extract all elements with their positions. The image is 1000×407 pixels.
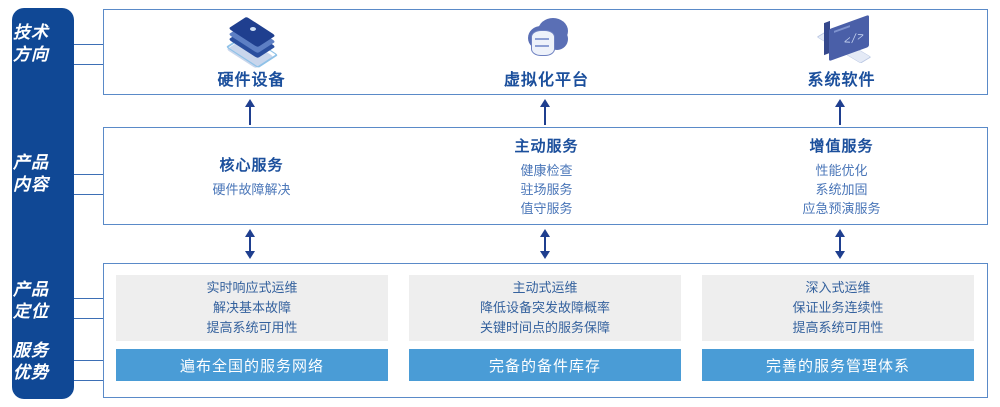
advantage-bar-label: 完善的服务管理体系 (765, 357, 910, 375)
sidebar-label-line2: 内容 (13, 175, 49, 194)
sidebar-label-line2: 优势 (13, 363, 49, 382)
position-line: 解决基本故障 (212, 300, 291, 315)
advantage-bar-spares[interactable]: 完备的备件库存 (409, 349, 681, 381)
connector-advantage-2 (74, 380, 104, 381)
position-line: 深入式运维 (805, 280, 871, 295)
product-position-box: 实时响应式运维 解决基本故障 提高系统可用性 主动式运维 降低设备突发故障概率 … (103, 263, 988, 398)
tech-column-system-software[interactable]: </> 系统软件 (694, 10, 989, 94)
cloud-database-icon (516, 14, 578, 64)
content-column-valueadd[interactable]: 增值服务 性能优化 系统加固 应急预演服务 (694, 128, 989, 224)
sidebar-item-product-position[interactable]: 产品 定位 (0, 279, 62, 323)
sidebar-label-line2: 方向 (13, 45, 49, 64)
product-content-box: 核心服务 硬件故障解决 主动服务 健康检查 驻场服务 值守服务 增值服务 性能优… (103, 127, 988, 225)
connector-content-1 (74, 174, 104, 175)
position-card-indepth[interactable]: 深入式运维 保证业务连续性 提高系统可用性 (702, 275, 974, 341)
content-item: 值守服务 (520, 200, 573, 216)
sidebar (12, 8, 74, 399)
content-item: 性能优化 (815, 162, 868, 178)
position-line: 关键时间点的服务保障 (479, 320, 610, 335)
content-item: 硬件故障解决 (212, 181, 291, 197)
position-line: 降低设备突发故障概率 (479, 300, 610, 315)
arrow-up-hardware (230, 99, 270, 125)
content-title: 主动服务 (514, 137, 579, 155)
advantage-bar-management[interactable]: 完善的服务管理体系 (702, 349, 974, 381)
content-column-core[interactable]: 核心服务 硬件故障解决 (104, 128, 399, 224)
tech-column-virtualization[interactable]: 虚拟化平台 (399, 10, 694, 94)
connector-advantage-1 (74, 360, 104, 361)
position-line: 提高系统可用性 (792, 320, 884, 335)
sidebar-label-line1: 产品 (13, 153, 49, 172)
content-title: 增值服务 (809, 137, 874, 155)
tech-label: 系统软件 (807, 72, 876, 89)
sidebar-label-line1: 技术 (13, 23, 49, 42)
tech-label: 硬件设备 (217, 72, 286, 89)
content-item: 系统加固 (815, 181, 868, 197)
connector-position-2 (74, 318, 104, 319)
arrow-bidirectional-virtualization (525, 229, 565, 259)
connector-content-2 (74, 194, 104, 195)
laptop-code-icon: </> (811, 14, 873, 64)
content-item: 应急预演服务 (802, 200, 881, 216)
connector-position-1 (74, 298, 104, 299)
advantage-bar-label: 遍布全国的服务网络 (179, 357, 324, 375)
sidebar-label-line2: 定位 (13, 302, 49, 321)
arrow-up-system-software (820, 99, 860, 125)
tech-direction-box: 硬件设备 虚拟化平台 </> 系统软件 (103, 9, 988, 95)
position-card-realtime[interactable]: 实时响应式运维 解决基本故障 提高系统可用性 (116, 275, 388, 341)
position-line: 保证业务连续性 (792, 300, 884, 315)
position-line: 提高系统可用性 (206, 320, 298, 335)
connector-tech-1 (74, 44, 104, 45)
position-card-proactive[interactable]: 主动式运维 降低设备突发故障概率 关键时间点的服务保障 (409, 275, 681, 341)
position-line: 实时响应式运维 (206, 280, 298, 295)
sidebar-item-service-advantage[interactable]: 服务 优势 (0, 340, 62, 384)
tech-column-hardware[interactable]: 硬件设备 (104, 10, 399, 94)
arrow-bidirectional-system-software (820, 229, 860, 259)
advantage-bar-label: 完备的备件库存 (488, 357, 601, 375)
position-line: 主动式运维 (512, 280, 578, 295)
sidebar-label-line1: 服务 (13, 341, 49, 360)
arrow-bidirectional-hardware (230, 229, 270, 259)
content-title: 核心服务 (219, 156, 284, 174)
content-column-proactive[interactable]: 主动服务 健康检查 驻场服务 值守服务 (399, 128, 694, 224)
sidebar-item-tech-direction[interactable]: 技术 方向 (0, 22, 62, 66)
content-item: 驻场服务 (520, 181, 573, 197)
arrow-up-virtualization (525, 99, 565, 125)
advantage-bar-network[interactable]: 遍布全国的服务网络 (116, 349, 388, 381)
content-item: 健康检查 (520, 162, 573, 178)
connector-tech-2 (74, 64, 104, 65)
server-stack-icon (221, 14, 283, 69)
sidebar-item-product-content[interactable]: 产品 内容 (0, 152, 62, 196)
sidebar-label-line1: 产品 (13, 280, 49, 299)
tech-label: 虚拟化平台 (503, 72, 589, 89)
